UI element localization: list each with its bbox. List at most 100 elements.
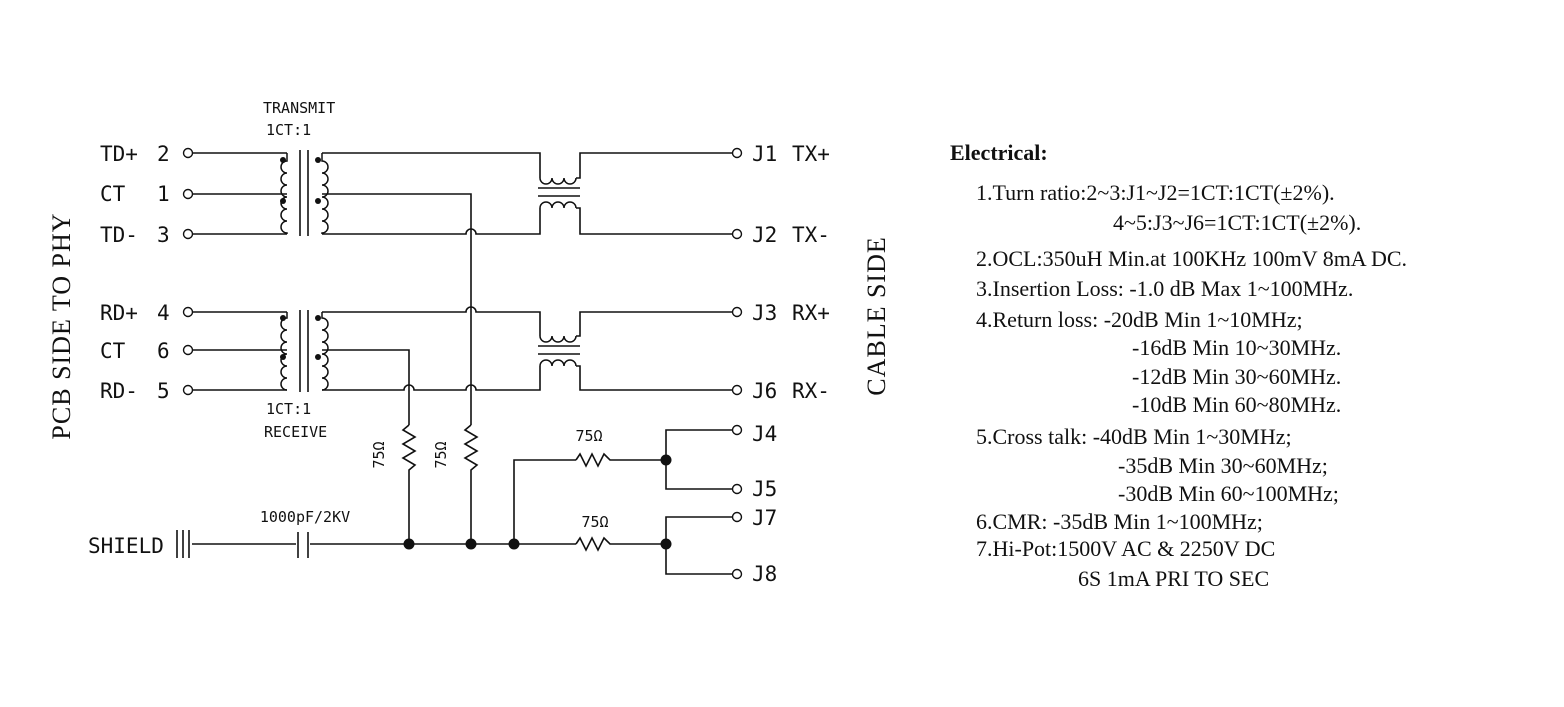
pin-number-5: 5 (157, 379, 170, 403)
spec-line-cross-talk-2: -35dB Min 30~60MHz; (1118, 453, 1328, 478)
spec-line-turn-ratio: 1.Turn ratio:2~3:J1~J2=1CT:1CT(±2%). (976, 180, 1335, 205)
capacitor-label: 1000pF/2KV (260, 508, 350, 526)
j1-terminal (731, 147, 743, 159)
pin-number-1: 1 (157, 182, 170, 206)
receive-ratio-caption: 1CT:1 (266, 400, 311, 418)
rx-secondary-coil (321, 312, 329, 391)
junction-dot-2 (465, 538, 477, 550)
rx-polarity-dot-1 (280, 315, 286, 321)
rx-choke-top-coil (539, 335, 577, 343)
terminal-j6-name: RX- (792, 379, 830, 403)
resistor-r3-label: 75Ω (575, 427, 602, 445)
spec-line-hipot: 7.Hi-Pot:1500V AC & 2250V DC (976, 536, 1276, 561)
junction-dot-3 (508, 538, 520, 550)
wire-r3-drop (513, 459, 576, 544)
junction-dot-5 (660, 538, 672, 550)
resistor-r3 (575, 452, 666, 468)
pcb-side-label: PCB SIDE TO PHY (47, 212, 76, 439)
rx-primary-coil (280, 312, 288, 391)
tx-choke-bottom-coil (539, 201, 577, 209)
rx-polarity-dot-4 (315, 354, 321, 360)
terminal-j4: J4 (752, 422, 777, 446)
j2-terminal (731, 228, 743, 240)
resistor-r2-gap (462, 425, 480, 475)
wire-rx-sec-bottom (322, 366, 541, 391)
tx-polarity-dot-3 (315, 157, 321, 163)
resistor-r4 (575, 536, 666, 552)
terminal-j5: J5 (752, 477, 777, 501)
terminal-j6: J6 (752, 379, 777, 403)
tx-primary-coil (280, 153, 288, 234)
cable-side-label: CABLE SIDE (862, 236, 891, 396)
terminal-j1: J1 (752, 142, 777, 166)
tx-polarity-dot-1 (280, 157, 286, 163)
terminal-j7: J7 (752, 506, 777, 530)
terminal-j3-name: RX+ (792, 301, 830, 325)
terminal-j1-name: TX+ (792, 142, 830, 166)
rx-polarity-dot-3 (315, 315, 321, 321)
pin-label-td-minus: TD- (100, 223, 138, 247)
pin-number-6: 6 (157, 339, 170, 363)
wire-j4-j5 (665, 429, 733, 490)
transmit-caption: TRANSMIT (263, 99, 335, 117)
pin-label-rd-minus: RD- (100, 379, 138, 403)
shield-label: SHIELD (88, 534, 164, 558)
resistor-r1-label: 75Ω (370, 441, 388, 468)
pin-label-td-plus: TD+ (100, 142, 138, 166)
spec-line-return-loss-4: -10dB Min 60~80MHz. (1132, 392, 1342, 417)
spec-line-cross-talk: 5.Cross talk: -40dB Min 1~30MHz; (976, 424, 1292, 449)
tx-polarity-dot-4 (315, 198, 321, 204)
terminal-j2: J2 (752, 223, 777, 247)
junction-dot-1 (403, 538, 415, 550)
tx-choke-top-coil (539, 177, 577, 185)
j6-terminal (731, 384, 743, 396)
resistor-r1 (401, 424, 417, 475)
spec-line-return-loss: 4.Return loss: -20dB Min 1~10MHz; (976, 307, 1303, 332)
terminal-j3: J3 (752, 301, 777, 325)
pin-5-terminal (182, 384, 194, 396)
terminal-j2-name: TX- (792, 223, 830, 247)
wire-rx-out-top (576, 311, 733, 337)
resistor-r4-label: 75Ω (581, 513, 608, 531)
j7-terminal (731, 511, 743, 523)
pin-label-ct-rx: CT (100, 339, 126, 363)
pin-number-2: 2 (157, 142, 170, 166)
spec-line-turn-ratio-cont: 4~5:J3~J6=1CT:1CT(±2%). (1113, 210, 1362, 235)
pin-1-terminal (182, 188, 194, 200)
receive-caption: RECEIVE (264, 423, 327, 441)
resistor-r2-label: 75Ω (432, 441, 450, 468)
j4-terminal (731, 424, 743, 436)
spec-line-return-loss-3: -12dB Min 30~60MHz. (1132, 364, 1342, 389)
pin-label-rd-plus: RD+ (100, 301, 138, 325)
wire-tx-out-top (576, 152, 733, 179)
pin-2-terminal (182, 147, 194, 159)
j3-terminal (731, 306, 743, 318)
pin-3-terminal (182, 228, 194, 240)
rx-choke-bottom-coil (539, 359, 577, 367)
pin-4-terminal (182, 306, 194, 318)
wire-rx-sec-top (322, 306, 541, 336)
wire-tx-out-bottom (576, 207, 733, 235)
spec-line-ocl: 2.OCL:350uH Min.at 100KHz 100mV 8mA DC. (976, 246, 1408, 271)
wire-tx-sec-ct (322, 193, 472, 544)
spec-line-cross-talk-3: -30dB Min 60~100MHz; (1118, 481, 1339, 506)
wire-rx-sec-ct (322, 349, 410, 544)
wire-tx-sec-top (322, 152, 541, 178)
resistor-r1-gap (400, 425, 418, 475)
j5-terminal (731, 483, 743, 495)
pin-number-3: 3 (157, 223, 170, 247)
pin-6-terminal (182, 344, 194, 356)
wire-tx-sec-bottom (322, 208, 541, 235)
tx-polarity-dot-2 (280, 198, 286, 204)
electrical-heading: Electrical: (950, 140, 1048, 165)
j8-terminal (731, 568, 743, 580)
pin-number-4: 4 (157, 301, 170, 325)
spec-line-cmr: 6.CMR: -35dB Min 1~100MHz; (976, 509, 1263, 534)
wire-j7-j8 (665, 516, 733, 575)
spec-line-return-loss-2: -16dB Min 10~30MHz. (1132, 335, 1342, 360)
terminal-j8: J8 (752, 562, 777, 586)
rx-polarity-dot-2 (280, 354, 286, 360)
transmit-ratio-caption: 1CT:1 (266, 121, 311, 139)
resistor-r2 (463, 424, 479, 475)
